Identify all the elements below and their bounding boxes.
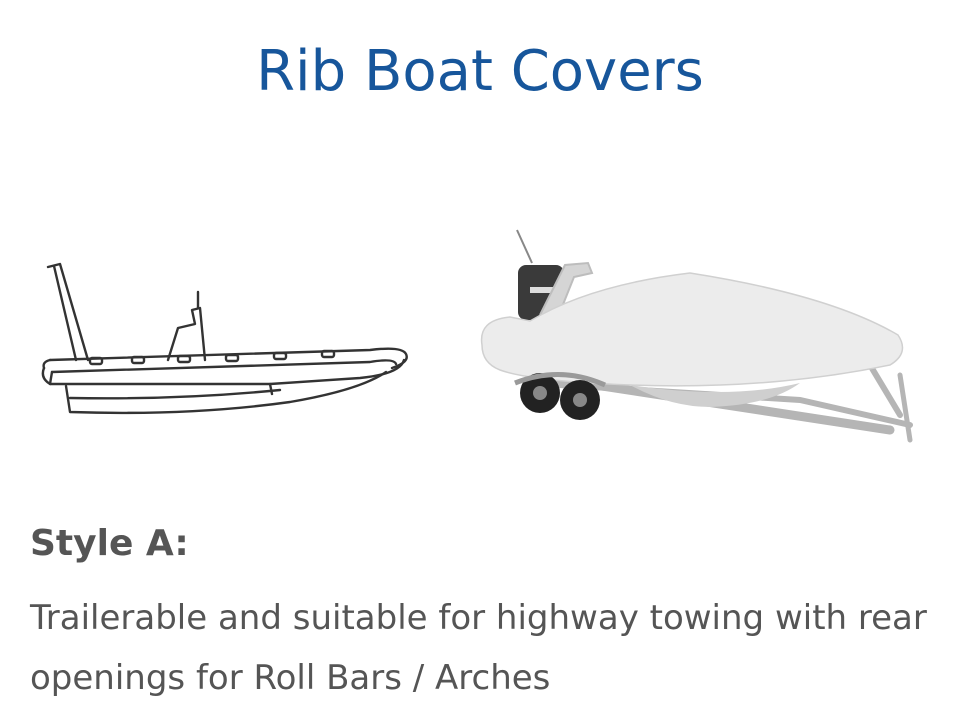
covered-rib-boat-on-trailer-icon — [480, 229, 913, 443]
style-heading: Style A: — [30, 523, 189, 564]
style-description: Trailerable and suitable for highway tow… — [30, 598, 927, 698]
page-title: Rib Boat Covers — [256, 39, 704, 104]
rib-boat-line-drawing-icon — [41, 262, 408, 415]
